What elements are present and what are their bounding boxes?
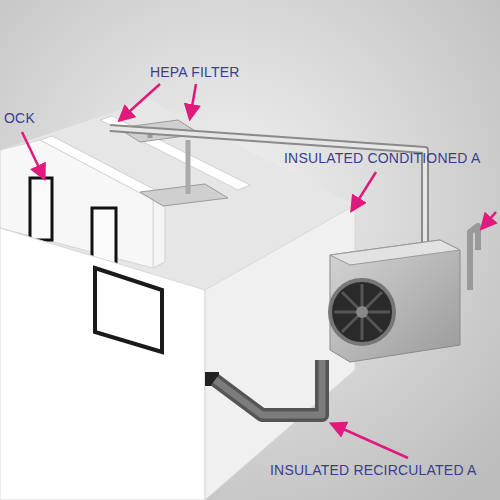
duct-drop xyxy=(186,140,191,194)
return-duct xyxy=(215,360,322,415)
return-duct xyxy=(215,360,322,415)
side-wall xyxy=(205,205,355,500)
hepa-filter xyxy=(140,184,228,206)
callout-label: HEPA FILTER xyxy=(150,64,240,80)
fan-hub xyxy=(356,306,368,318)
fan xyxy=(330,280,394,344)
fan-blades xyxy=(334,284,390,340)
callout-label: INSULATED RECIRCULATED A xyxy=(270,462,477,478)
window xyxy=(95,268,162,352)
front-wall xyxy=(0,228,205,500)
leader-arrows xyxy=(22,84,496,458)
callout-label: OCK xyxy=(4,110,35,126)
supply-duct xyxy=(110,128,425,250)
vent-pipe xyxy=(470,226,478,290)
air-handler xyxy=(330,240,460,362)
supply-duct xyxy=(110,128,425,250)
door xyxy=(30,178,52,240)
callout-label: INSULATED CONDITIONED A xyxy=(284,150,480,166)
air-handler-top xyxy=(330,240,460,265)
